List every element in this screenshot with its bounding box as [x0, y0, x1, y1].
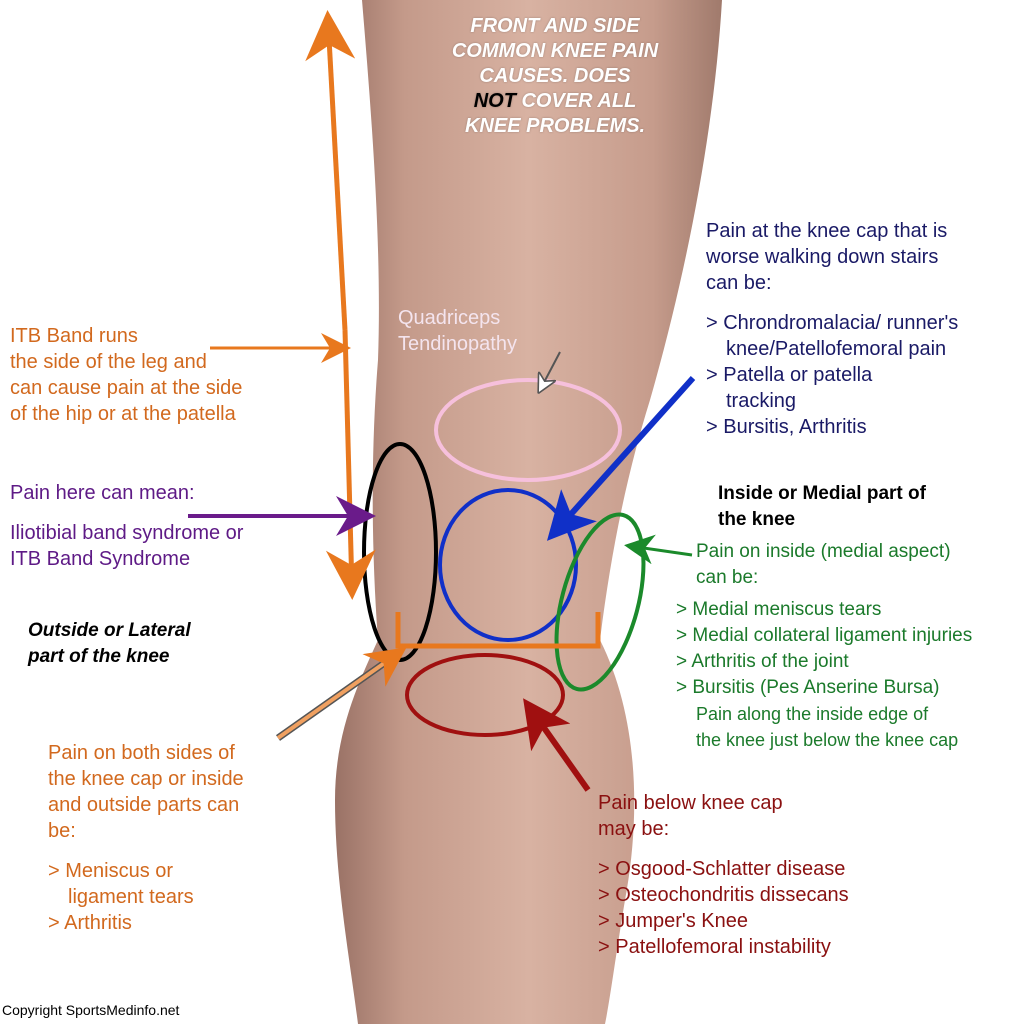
list-item: ligament tears: [68, 886, 194, 908]
list-item: > Medial collateral ligament injuries: [676, 625, 973, 646]
text-line: Pain below knee cap: [598, 792, 783, 814]
itb-text: ITB Band runs the side of the leg and ca…: [10, 323, 242, 427]
list-item: > Patellofemoral instability: [598, 936, 831, 958]
itb-long-arrow-down: [325, 329, 376, 600]
text-line: can cause pain at the side: [10, 377, 243, 399]
disclaimer-title: FRONT AND SIDE COMMON KNEE PAIN CAUSES. …: [410, 14, 700, 139]
list-item: > Osteochondritis dissecans: [598, 884, 849, 906]
title-line: FRONT AND SIDE: [470, 15, 640, 37]
quadriceps-arrow: [540, 351, 561, 390]
list-item: > Arthritis: [48, 912, 132, 934]
text-line: can be:: [696, 567, 759, 588]
list-item: > Patella or patella: [706, 364, 873, 386]
text-line: Pain here can mean:: [10, 482, 195, 504]
text-line: the knee: [718, 509, 796, 530]
copyright: Copyright SportsMedinfo.net: [2, 1002, 180, 1018]
lateral-pain-text: Pain here can mean: Iliotibial band synd…: [10, 480, 243, 572]
medial-arrow: [624, 534, 693, 565]
quadriceps-label: Quadriceps Tendinopathy: [398, 306, 517, 358]
text-line: Pain on inside (medial aspect): [696, 541, 951, 562]
label-line: Quadriceps: [398, 307, 501, 329]
title-line-rest: COVER ALL: [515, 90, 637, 112]
outside-lateral-label: Outside or Lateral part of the knee: [28, 618, 191, 670]
list-item: > Arthritis of the joint: [676, 651, 849, 672]
text-line: ITB Band runs: [10, 325, 138, 347]
both-sides-arrow-fill: [276, 647, 407, 740]
label-line: Tendinopathy: [398, 333, 517, 355]
below-arrow: [523, 698, 591, 792]
leg-silhouette: [335, 0, 722, 1024]
text-line: can be:: [706, 272, 772, 294]
text-line: Inside or Medial part of: [718, 483, 926, 504]
text-line: Pain at the knee cap that is: [706, 220, 948, 242]
list-item: > Bursitis, Arthritis: [706, 416, 867, 438]
text-line: part of the knee: [28, 646, 170, 667]
medial-circle: [554, 512, 646, 692]
text-line: and outside parts can: [48, 794, 240, 816]
note-line: Pain along the inside edge of: [696, 704, 929, 724]
quadriceps-circle: [434, 378, 622, 482]
below-kneecap-circle: [405, 653, 565, 737]
text-line: Pain on both sides of: [48, 742, 235, 764]
below-kneecap-text: Pain below knee cap may be: > Osgood-Sch…: [598, 790, 849, 960]
kneecap-text: Pain at the knee cap that is worse walki…: [706, 218, 958, 440]
itb-long-arrow-up: [305, 10, 356, 331]
list-item: > Medial meniscus tears: [676, 599, 882, 620]
list-item: > Meniscus or: [48, 860, 174, 882]
title-line: KNEE PROBLEMS.: [464, 115, 646, 137]
kneecap-circle: [438, 488, 578, 642]
list-item: tracking: [726, 390, 797, 412]
text-line: worse walking down stairs: [706, 246, 939, 268]
text-line: the knee cap or inside: [48, 768, 244, 790]
note-line: the knee just below the knee cap: [696, 730, 959, 750]
list-item: > Jumper's Knee: [598, 910, 749, 932]
text-line: of the hip or at the patella: [10, 403, 236, 425]
both-sides-text: Pain on both sides of the knee cap or in…: [48, 740, 244, 936]
text-line: be:: [48, 820, 76, 842]
list-item: knee/Patellofemoral pain: [726, 338, 947, 360]
title-line: COMMON KNEE PAIN: [451, 40, 659, 62]
title-not: NOT: [473, 90, 516, 112]
list-item: > Chrondromalacia/ runner's: [706, 312, 959, 334]
text-line: the side of the leg and: [10, 351, 207, 373]
title-line: NOT COVER ALL: [410, 89, 700, 114]
medial-text: Pain on inside (medial aspect) can be: >…: [676, 539, 972, 753]
joint-line-bracket: [395, 612, 601, 649]
text-line: ITB Band Syndrome: [10, 548, 191, 570]
text-line: Iliotibial band syndrome or: [10, 522, 244, 544]
kneecap-arrow: [546, 375, 696, 541]
title-line: CAUSES. DOES: [479, 65, 631, 87]
text-line: Outside or Lateral: [28, 620, 191, 641]
text-line: may be:: [598, 818, 670, 840]
list-item: > Bursitis (Pes Anserine Bursa): [676, 677, 940, 698]
list-item: > Osgood-Schlatter disease: [598, 858, 846, 880]
inside-medial-label: Inside or Medial part of the knee: [718, 481, 926, 533]
